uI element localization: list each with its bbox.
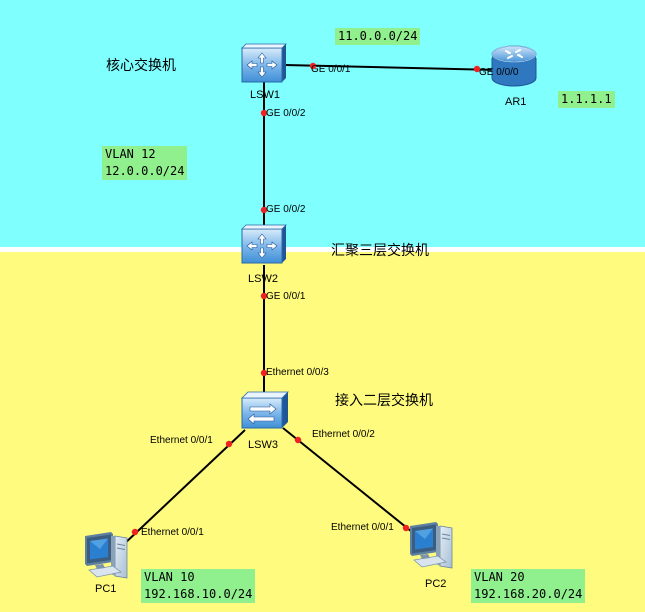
pc2-icon[interactable] [410,522,453,569]
vlan10-subnet: 192.168.10.0/24 [144,587,253,601]
link-lsw1-ar1[interactable] [284,64,498,71]
ar1-address-label: 1.1.1.1 [558,91,615,108]
port-dot-pc1-e001 [131,528,139,536]
port-dot-lsw3-e003 [260,369,268,377]
port-label-lsw3-e001: Ethernet 0/0/1 [150,435,213,446]
vlan12-subnet: 12.0.0.0/24 [105,164,185,178]
aggregation-switch-zone-label: 汇聚三层交换机 [331,243,429,259]
port-label-lsw1-ge001: GE 0/0/1 [311,64,351,75]
port-dot-lsw2-ge001 [260,292,268,300]
port-label-lsw1-ge002: GE 0/0/2 [266,108,306,119]
vlan10-name: VLAN 10 [144,570,195,584]
port-dot-lsw1-ge002 [260,109,268,117]
port-dot-lsw2-ge002 [260,206,268,214]
lsw1-label: LSW1 [250,89,280,101]
port-label-lsw2-ge001: GE 0/0/1 [266,291,306,302]
links [122,64,498,546]
port-label-pc1-e001: Ethernet 0/0/1 [141,527,204,538]
lsw2-label: LSW2 [248,273,278,285]
switch-lsw2-icon[interactable] [241,224,287,264]
vlan12-name: VLAN 12 [105,147,156,161]
vlan20-subnet: 192.168.20.0/24 [474,587,583,601]
vlan10-annotation: VLAN 10 192.168.10.0/24 [141,569,256,603]
switch-lsw1-icon[interactable] [241,43,287,83]
core-zone [0,0,645,247]
vlan12-annotation: VLAN 12 12.0.0.0/24 [102,146,188,180]
vlan20-name: VLAN 20 [474,570,525,584]
access-switch-zone-label: 接入二层交换机 [335,393,433,409]
link-lsw3-pc1[interactable] [122,429,246,546]
link-lsw3-pc2[interactable] [282,427,423,541]
pc1-icon[interactable] [85,532,128,579]
pc1-label: PC1 [95,583,117,595]
lsw3-label: LSW3 [248,439,278,451]
port-dot-pc2-e001 [402,524,410,532]
port-label-lsw2-ge002: GE 0/0/2 [266,204,306,215]
port-dot-lsw1-ge001 [309,62,317,70]
port-dot-lsw3-e002 [294,436,302,444]
port-dots [131,62,481,536]
ar1-label: AR1 [505,96,527,108]
port-dot-lsw3-e001 [225,440,233,448]
router-ar1-icon[interactable] [491,45,537,87]
link-subnet-core-ar: 11.0.0.0/24 [335,28,421,45]
vlan20-annotation: VLAN 20 192.168.20.0/24 [471,569,586,603]
pc2-label: PC2 [425,578,447,590]
port-label-lsw3-e002: Ethernet 0/0/2 [312,429,375,440]
core-switch-zone-label: 核心交换机 [106,58,176,74]
port-label-pc2-e001: Ethernet 0/0/1 [331,522,394,533]
switch-lsw3-icon[interactable] [241,391,289,429]
port-dot-ar1-ge000 [473,65,481,73]
port-label-lsw3-e003: Ethernet 0/0/3 [266,367,329,378]
port-label-ar1-ge000: GE 0/0/0 [479,67,519,78]
